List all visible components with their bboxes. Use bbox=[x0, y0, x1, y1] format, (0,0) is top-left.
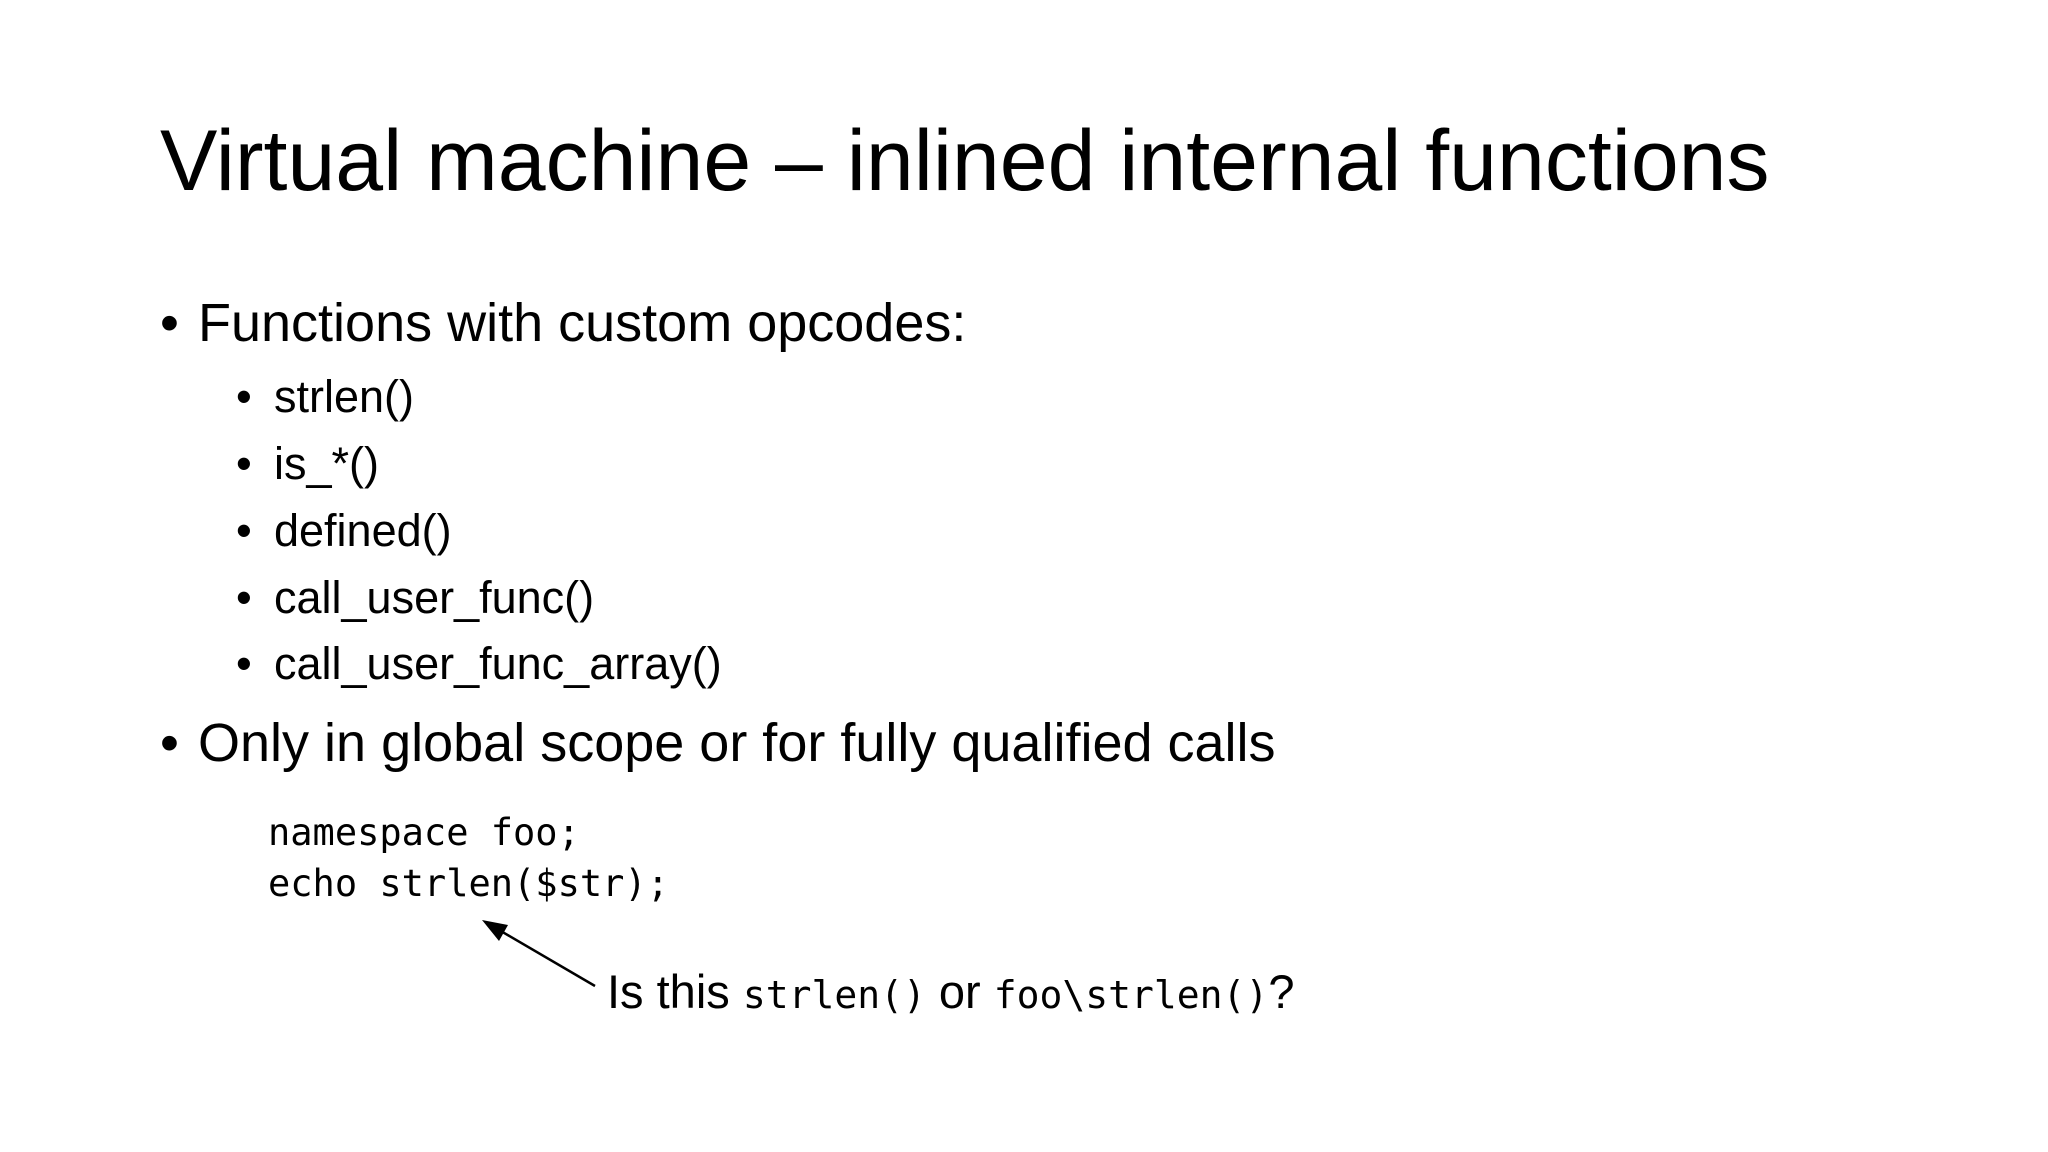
bullet-text: Only in global scope or for fully qualif… bbox=[198, 713, 1276, 773]
bullet-dot: • bbox=[236, 438, 252, 489]
slide-title: Virtual machine – inlined internal funct… bbox=[160, 113, 1770, 209]
callout-middle: or bbox=[925, 965, 994, 1018]
sub-bullet-text: call_user_func() bbox=[274, 572, 595, 623]
callout-prefix: Is this bbox=[607, 965, 743, 1018]
sub-bullet-text: defined() bbox=[274, 505, 452, 556]
code-line: namespace foo; bbox=[268, 811, 580, 854]
callout-suffix: ? bbox=[1268, 965, 1295, 1018]
callout-code-strlen: strlen() bbox=[742, 973, 926, 1017]
sub-bullet-text: call_user_func_array() bbox=[274, 638, 722, 689]
sub-bullet-text: strlen() bbox=[274, 371, 415, 422]
sub-bullet-text: is_*() bbox=[274, 438, 380, 489]
code-block: namespace foo; echo strlen($str); bbox=[268, 807, 669, 909]
bullet-dot: • bbox=[236, 638, 252, 689]
bullet-dot: • bbox=[160, 713, 179, 773]
bullet-dot: • bbox=[236, 505, 252, 556]
bullet-dot: • bbox=[160, 293, 179, 353]
callout-question: Is this strlen() or foo\strlen()? bbox=[607, 968, 1294, 1015]
code-line: echo strlen($str); bbox=[268, 862, 669, 905]
bullet-dot: • bbox=[236, 572, 252, 623]
callout-code-foo-strlen: foo\strlen() bbox=[993, 973, 1269, 1017]
bullet-dot: • bbox=[236, 371, 252, 422]
bullet-text: Functions with custom opcodes: bbox=[198, 293, 967, 353]
